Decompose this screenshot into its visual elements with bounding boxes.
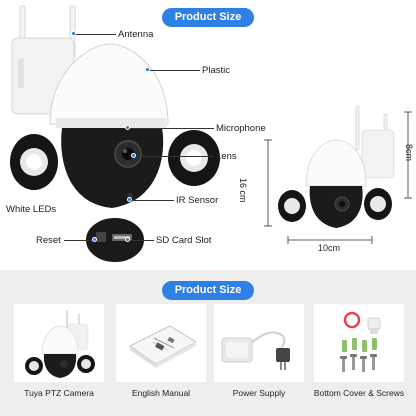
dimension-depth-label: 10cm	[318, 243, 341, 253]
plastic-label: Plastic	[202, 65, 230, 76]
package-item-camera-label: Tuya PTZ Camera	[24, 388, 94, 398]
package-item-manual-label: English Manual	[131, 388, 191, 398]
microphone-callout-dot	[125, 125, 130, 130]
package-item-cover-screws-label: Bottom Cover & Screws	[313, 388, 405, 398]
microphone-label: Microphone	[216, 123, 266, 134]
sd-card-slot-label: SD Card Slot	[156, 235, 212, 246]
package-item-power-supply-label: Power Supply	[232, 388, 286, 398]
package-item-camera-card	[14, 304, 104, 382]
package-title-pill: Product Size	[162, 281, 254, 300]
section-title-pill: Product Size	[162, 8, 254, 27]
reset-label: Reset	[36, 235, 61, 246]
camera-main-illustration	[10, 5, 220, 208]
power-supply-thumbnail	[221, 331, 290, 370]
camera-thumbnail	[25, 310, 95, 378]
microphone-callout-line	[128, 128, 214, 129]
lens-callout-dot	[131, 153, 136, 158]
ir-sensor-callout-line	[130, 200, 174, 201]
package-item-manual-card	[116, 304, 206, 382]
lens-label: Lens	[216, 151, 237, 162]
camera-dimension-illustration	[264, 105, 412, 244]
reset-callout-dot	[92, 237, 97, 242]
manual-thumbnail	[129, 325, 197, 368]
sd-card-slot-callout-dot	[125, 237, 130, 242]
cover-screws-thumbnail	[340, 311, 381, 372]
plastic-callout-dot	[145, 67, 150, 72]
reset-callout-line	[64, 240, 94, 241]
ir-sensor-label: IR Sensor	[176, 195, 219, 206]
package-item-cover-screws-card	[314, 304, 404, 382]
dimension-height-label: 16 cm	[238, 178, 248, 203]
antenna-label: Antenna	[118, 29, 154, 40]
antenna-callout-dot	[71, 31, 76, 36]
package-item-power-supply-card	[214, 304, 304, 382]
ir-sensor-callout-dot	[127, 197, 132, 202]
plastic-callout-line	[148, 70, 200, 71]
dimension-width-label: 8cm	[404, 144, 414, 162]
sd-card-slot-callout-line	[128, 240, 154, 241]
antenna-callout-line	[74, 34, 116, 35]
white-leds-label: White LEDs	[6, 204, 57, 215]
lens-callout-line	[134, 156, 214, 157]
